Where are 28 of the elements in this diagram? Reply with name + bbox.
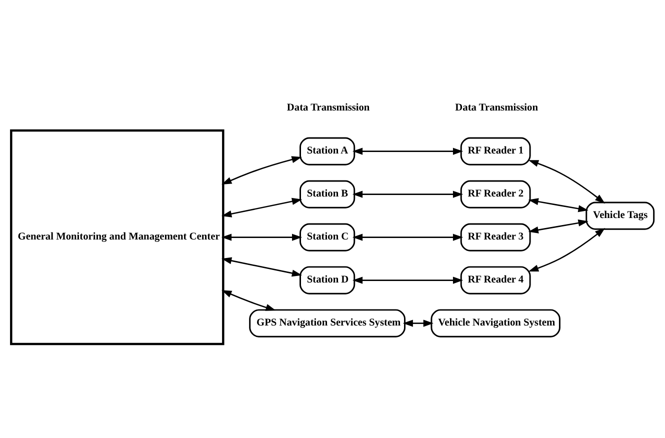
arrow [352, 147, 464, 154]
arrow [528, 160, 606, 204]
node-box: RF Reader 2 [460, 180, 531, 208]
arrow [528, 198, 588, 212]
arrow [222, 156, 302, 184]
node-box: Station A [300, 136, 356, 165]
arrow [528, 227, 606, 271]
arrow [221, 197, 302, 217]
node-box: RF Reader 3 [460, 222, 531, 251]
arrow [221, 256, 302, 276]
arrow [221, 233, 302, 240]
node-box: RF Reader 4 [460, 266, 531, 294]
node-box: RF Reader 1 [460, 136, 531, 165]
node-box: Vehicle Navigation System [430, 308, 560, 337]
arrow [222, 290, 276, 310]
node-box: Station D [300, 266, 356, 294]
arrow [402, 319, 434, 326]
node-box: Station C [300, 222, 356, 251]
label: Data Transmission [286, 102, 370, 113]
node-box: General Monitoring and Management Center [10, 128, 224, 345]
arrow [352, 233, 464, 240]
node-box: GPS Navigation Services System [249, 308, 406, 337]
label: Data Transmission [455, 102, 538, 113]
arrow [528, 218, 588, 233]
node-box: Station B [300, 180, 356, 208]
arrow [352, 190, 464, 198]
node-box: Vehicle Tags [586, 201, 655, 230]
arrow [352, 276, 464, 284]
